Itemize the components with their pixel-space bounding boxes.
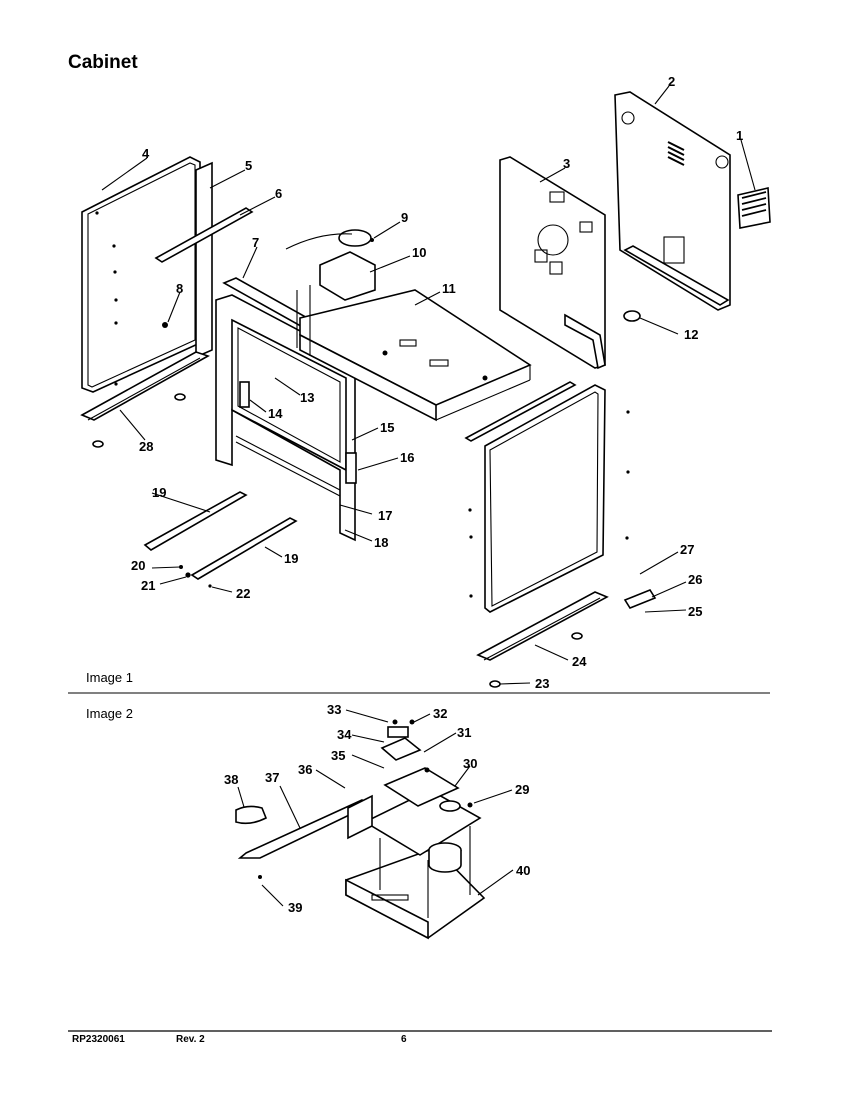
rear-cover-panel xyxy=(614,91,731,311)
callout-35: 35 xyxy=(331,748,345,763)
right-side-panel xyxy=(464,381,630,613)
insulator xyxy=(380,737,422,761)
callout-11: 11 xyxy=(442,281,456,296)
callout-36: 36 xyxy=(298,762,312,777)
back-panel xyxy=(499,156,606,370)
burner-base-plate xyxy=(345,847,486,940)
vent-grille xyxy=(737,187,771,229)
callout-23: 23 xyxy=(535,676,549,691)
document-number: RP2320061 xyxy=(72,1034,125,1045)
leader-lines xyxy=(101,85,756,685)
callout-18: 18 xyxy=(374,535,388,550)
callout-25: 25 xyxy=(688,604,702,619)
callout-38: 38 xyxy=(224,772,238,787)
drawer-rail-upper xyxy=(143,491,248,551)
top-panel xyxy=(299,289,532,422)
callout-34: 34 xyxy=(337,727,352,742)
callout-19a: 19 xyxy=(152,485,166,500)
callout-8: 8 xyxy=(176,281,183,296)
actuator-rod xyxy=(237,799,370,859)
callout-33: 33 xyxy=(327,702,341,717)
callout-31: 31 xyxy=(457,725,471,740)
side-bracket xyxy=(195,161,213,359)
callout-29: 29 xyxy=(515,782,529,797)
left-side-panel xyxy=(81,156,201,393)
knob xyxy=(235,805,268,825)
terminal-block xyxy=(623,310,641,322)
leader-lines-2 xyxy=(237,709,514,907)
callout-19b: 19 xyxy=(284,551,298,566)
callout-1: 1 xyxy=(736,128,743,143)
hinge-plate xyxy=(345,452,357,484)
page-title: Cabinet xyxy=(68,52,138,73)
leveling-bracket xyxy=(623,589,657,609)
latch-bracket xyxy=(239,381,250,408)
callout-30: 30 xyxy=(463,756,477,771)
switch-plate xyxy=(383,767,460,807)
page-number: 6 xyxy=(401,1034,407,1045)
callout-37: 37 xyxy=(265,770,279,785)
image2-caption: Image 2 xyxy=(86,706,133,721)
callout-28: 28 xyxy=(139,439,153,454)
control-assembly xyxy=(285,229,376,301)
revision-label: Rev. 2 xyxy=(176,1034,205,1045)
image1-caption: Image 1 xyxy=(86,670,133,685)
callout-17: 17 xyxy=(378,508,392,523)
callout-12: 12 xyxy=(684,327,698,342)
callout-10: 10 xyxy=(412,245,426,260)
motor xyxy=(428,842,462,873)
callout-27: 27 xyxy=(680,542,694,557)
callout-26: 26 xyxy=(688,572,702,587)
callout-21: 21 xyxy=(141,578,155,593)
callout-39: 39 xyxy=(288,900,302,915)
callout-3: 3 xyxy=(563,156,570,171)
callout-22: 22 xyxy=(236,586,250,601)
callout-5: 5 xyxy=(245,158,252,173)
callout-9: 9 xyxy=(401,210,408,225)
callout-24: 24 xyxy=(572,654,587,669)
callout-20: 20 xyxy=(131,558,145,573)
drawer-rail-lower xyxy=(190,517,298,580)
callout-4: 4 xyxy=(142,146,150,161)
callout-14: 14 xyxy=(268,406,283,421)
callout-7: 7 xyxy=(252,235,259,250)
callout-6: 6 xyxy=(275,186,282,201)
callout-15: 15 xyxy=(380,420,394,435)
callout-labels: 1 2 3 4 5 6 7 8 9 10 11 12 13 14 15 16 1… xyxy=(131,74,743,915)
callout-40: 40 xyxy=(516,863,530,878)
callout-13: 13 xyxy=(300,390,314,405)
callout-16: 16 xyxy=(400,450,414,465)
trim-strip xyxy=(154,207,254,263)
callout-2: 2 xyxy=(668,74,675,89)
callout-32: 32 xyxy=(433,706,447,721)
